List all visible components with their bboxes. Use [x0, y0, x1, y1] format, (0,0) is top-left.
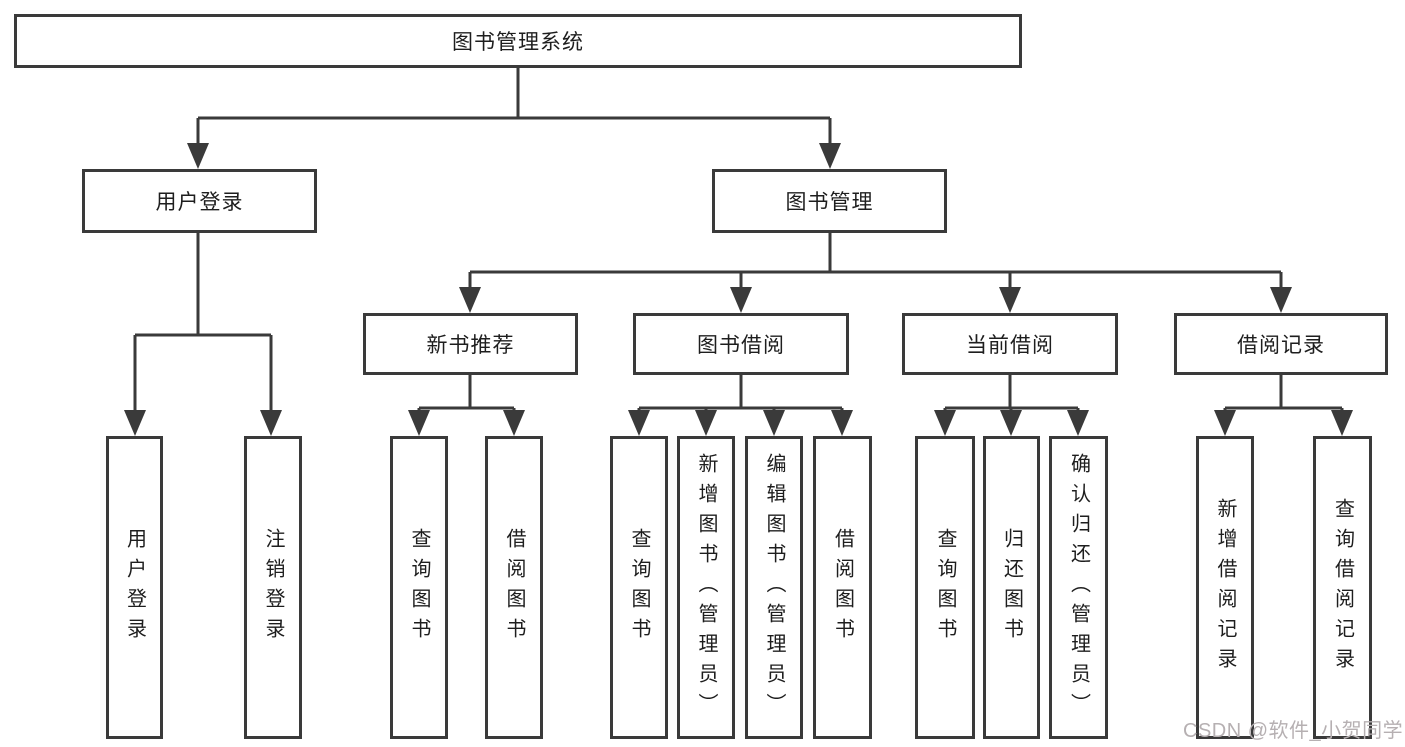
node-new-book-recommend: 新书推荐: [363, 313, 578, 375]
arrowheads: [124, 143, 1353, 436]
arrow-icon: [695, 410, 717, 436]
node-leaf-borrow-books-1-label: 借阅图书: [503, 527, 525, 648]
node-leaf-borrow-books-2: 借阅图书: [813, 436, 872, 739]
node-leaf-edit-book-admin: 编辑图书（管理员）: [745, 436, 803, 739]
node-leaf-return-book: 归还图书: [983, 436, 1040, 739]
connector-user-login: [133, 233, 273, 414]
arrow-icon: [1214, 410, 1236, 436]
node-user-login-label: 用户登录: [155, 191, 244, 214]
node-leaf-query-books-2: 查询图书: [610, 436, 668, 739]
node-leaf-query-books-3-label: 查询图书: [934, 527, 956, 648]
connector-book-management: [468, 233, 1283, 290]
node-leaf-query-books-2-label: 查询图书: [628, 527, 650, 648]
node-leaf-add-borrow-record-label: 新增借阅记录: [1214, 497, 1236, 678]
node-leaf-logout: 注销登录: [244, 436, 302, 739]
node-leaf-user-login: 用户登录: [106, 436, 163, 739]
arrow-icon: [1270, 287, 1292, 313]
node-leaf-add-book-admin: 新增图书（管理员）: [677, 436, 735, 739]
arrow-icon: [124, 410, 146, 436]
node-borrowing-records: 借阅记录: [1174, 313, 1388, 375]
node-current-borrowing-label: 当前借阅: [966, 334, 1054, 357]
arrow-icon: [831, 410, 853, 436]
node-leaf-confirm-return-admin-label: 确认归还（管理员）: [1067, 452, 1090, 723]
node-root: 图书管理系统: [14, 14, 1022, 68]
arrow-icon: [763, 410, 785, 436]
arrow-icon: [819, 143, 841, 169]
connector-current-borrowing: [943, 375, 1080, 414]
node-new-book-recommend-label: 新书推荐: [426, 334, 515, 357]
node-leaf-confirm-return-admin: 确认归还（管理员）: [1049, 436, 1108, 739]
node-root-label: 图书管理系统: [452, 31, 584, 54]
node-book-borrowing: 图书借阅: [633, 313, 849, 375]
node-leaf-user-login-label: 用户登录: [123, 527, 146, 648]
node-leaf-query-borrow-record-label: 查询借阅记录: [1331, 497, 1354, 678]
arrow-icon: [628, 410, 650, 436]
connector-borrowing-records: [1223, 375, 1344, 414]
arrow-icon: [459, 287, 481, 313]
node-book-management-label: 图书管理: [785, 191, 874, 214]
node-leaf-query-borrow-record: 查询借阅记录: [1313, 436, 1372, 739]
connector-new-book-recommend: [417, 375, 516, 414]
arrow-icon: [1000, 410, 1022, 436]
arrow-icon: [260, 410, 282, 436]
node-leaf-borrow-books-2-label: 借阅图书: [831, 527, 854, 648]
node-book-management: 图书管理: [712, 169, 947, 233]
arrow-icon: [999, 287, 1021, 313]
node-leaf-edit-book-admin-label: 编辑图书（管理员）: [763, 452, 785, 723]
connector-root: [196, 68, 832, 145]
arrow-icon: [730, 287, 752, 313]
node-borrowing-records-label: 借阅记录: [1237, 334, 1325, 357]
arrow-icon: [187, 143, 209, 169]
node-leaf-add-borrow-record: 新增借阅记录: [1196, 436, 1254, 739]
connector-book-borrowing: [637, 375, 844, 414]
arrow-icon: [934, 410, 956, 436]
node-leaf-query-books-3: 查询图书: [915, 436, 975, 739]
node-leaf-return-book-label: 归还图书: [1000, 527, 1023, 648]
node-leaf-query-books-1-label: 查询图书: [408, 527, 430, 648]
node-user-login: 用户登录: [82, 169, 317, 233]
node-leaf-add-book-admin-label: 新增图书（管理员）: [695, 452, 717, 723]
csdn-watermark: CSDN @软件_小贺同学: [1183, 720, 1404, 742]
arrow-icon: [503, 410, 525, 436]
node-current-borrowing: 当前借阅: [902, 313, 1118, 375]
node-leaf-logout-label: 注销登录: [262, 527, 284, 648]
arrow-icon: [1331, 410, 1353, 436]
arrow-icon: [408, 410, 430, 436]
node-leaf-borrow-books-1: 借阅图书: [485, 436, 543, 739]
node-leaf-query-books-1: 查询图书: [390, 436, 448, 739]
node-book-borrowing-label: 图书借阅: [697, 334, 785, 357]
arrow-icon: [1067, 410, 1089, 436]
